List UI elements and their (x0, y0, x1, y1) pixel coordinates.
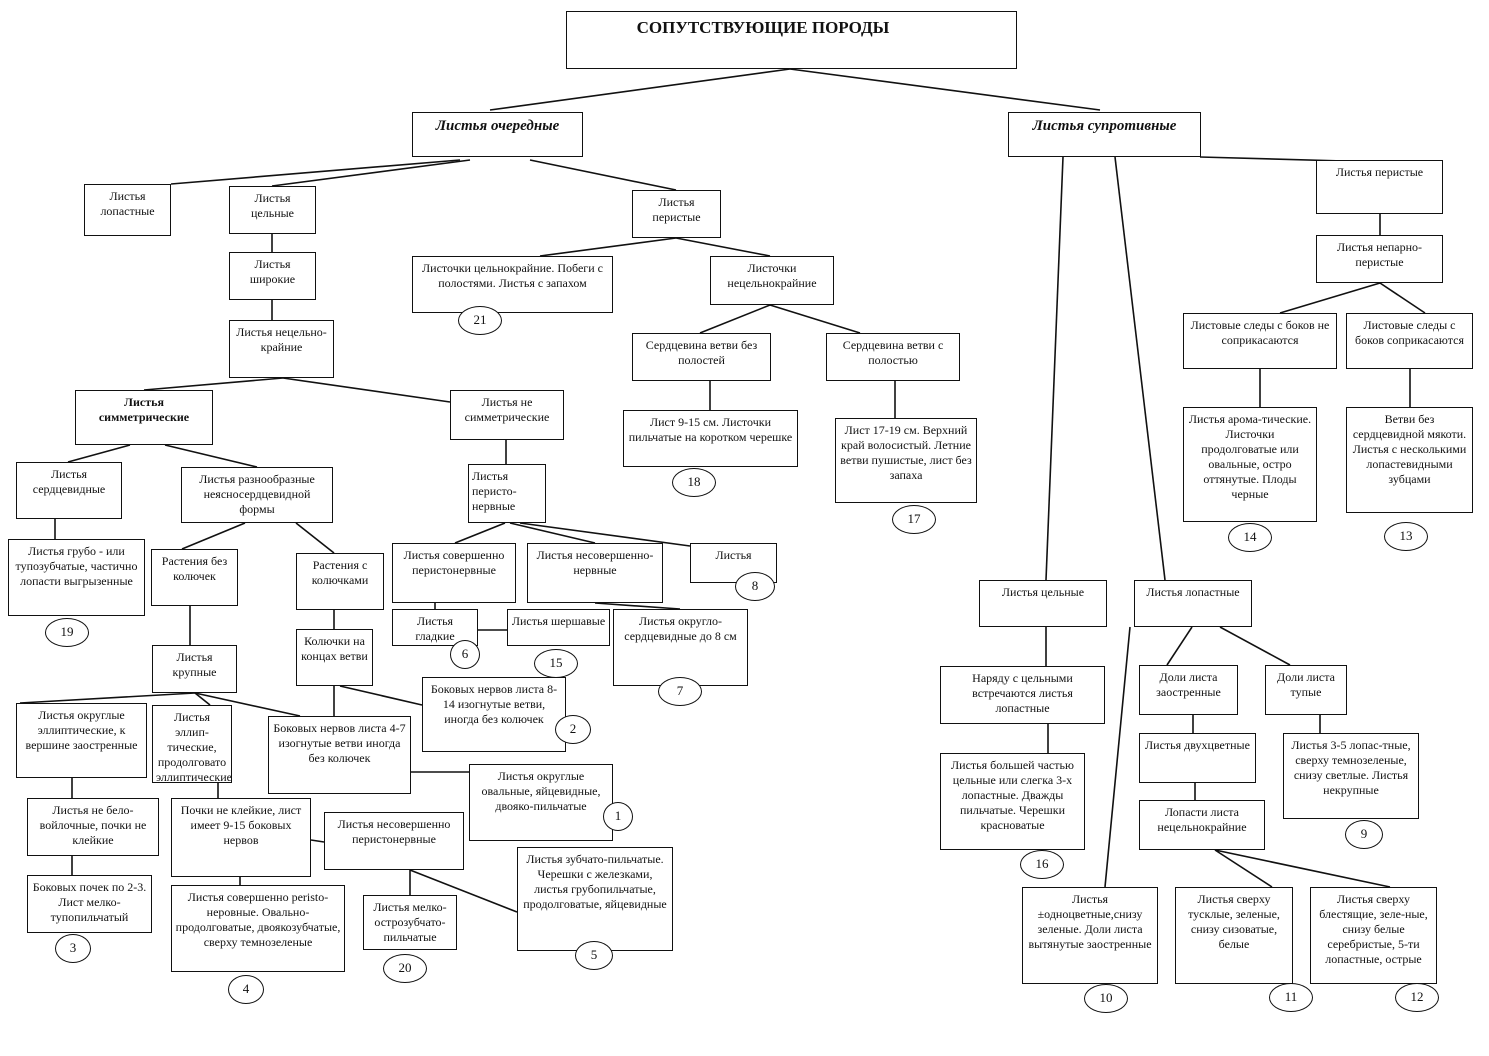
node: Боковых нервов листа 4-7 изогнутые ветви… (268, 716, 411, 794)
key-number-10: 10 (1084, 984, 1128, 1013)
node: Листья перистые (1316, 160, 1443, 214)
node: Листья не бело-войлочные, почки не клейк… (27, 798, 159, 856)
node: Листья разнообразные неясносердцевидной … (181, 467, 333, 523)
node: Листья округло-сердцевидные до 8 см (613, 609, 748, 686)
node: Листья не симметрические (450, 390, 564, 440)
key-number-19: 19 (45, 618, 89, 647)
key-number-6: 6 (450, 640, 480, 669)
connectors (19, 68, 1426, 913)
key-number-1: 1 (603, 802, 633, 831)
key-number-4: 4 (228, 975, 264, 1004)
node: Листья округлые овальные, яйцевидные, дв… (469, 764, 613, 841)
node: Сердцевина ветви без полостей (632, 333, 771, 381)
key-number-9: 9 (1345, 820, 1383, 849)
node: Листья широкие (229, 252, 316, 300)
node: Листья нецельно-крайние (229, 320, 334, 378)
node: Листья сердцевидные (16, 462, 122, 519)
node: Листочки нецельнокрайние (710, 256, 834, 305)
node: Сердцевина ветви с полостью (826, 333, 960, 381)
key-number-17: 17 (892, 505, 936, 534)
node-opposite-leaves: Листья супротивные (1008, 112, 1201, 157)
node: Листья перистые (632, 190, 721, 238)
node: Листья непарно-перистые (1316, 235, 1443, 283)
key-number-11: 11 (1269, 983, 1313, 1012)
node: Боковых нервов листа 8-14 изогнутые ветв… (422, 677, 566, 752)
key-number-15: 15 (534, 649, 578, 678)
node: Листья 3-5 лопас-тные, сверху темнозелен… (1283, 733, 1419, 819)
node: Листья несовершенно-нервные (527, 543, 663, 603)
node: Листья грубо - или тупозубчатые, частичн… (8, 539, 145, 616)
node: Листья перисто-нервные (468, 464, 546, 523)
node-alternate-leaves: Листья очередные (412, 112, 583, 157)
node: Листья арома-тические. Листочки продолго… (1183, 407, 1317, 522)
node: Растения с колючками (296, 553, 384, 610)
node: Листья цельные (979, 580, 1107, 627)
node: Листья несовершенно перистонервные (324, 812, 464, 870)
node: Листья мелко-острозубчато-пильчатые (363, 895, 457, 950)
node: Листья сверху тусклые, зеленые, снизу си… (1175, 887, 1293, 984)
node: Почки не клейкие, лист имеет 9-15 боковы… (171, 798, 311, 877)
key-number-3: 3 (55, 934, 91, 963)
node: Лопасти листа нецельнокрайние (1139, 800, 1265, 850)
node: Листья ±одноцветные,снизу зеленые. Доли … (1022, 887, 1158, 984)
node: Колючки на концах ветви (296, 629, 373, 686)
node: Листья совершенно peristo-неровные. Овал… (171, 885, 345, 972)
key-number-13: 13 (1384, 522, 1428, 551)
key-number-12: 12 (1395, 983, 1439, 1012)
node: Листья лопастные (1134, 580, 1252, 627)
node: Ветви без сердцевидной мякоти. Листья с … (1346, 407, 1473, 513)
node: Листья зубчато-пильчатые. Черешки с желе… (517, 847, 673, 951)
key-number-21: 21 (458, 306, 502, 335)
key-number-5: 5 (575, 941, 613, 970)
node: Листья гладкие (392, 609, 478, 646)
node: Листья большей частью цельные или слегка… (940, 753, 1085, 850)
node: Растения без колючек (151, 549, 238, 606)
node: Листовые следы с боков не соприкасаются (1183, 313, 1337, 369)
node: Листья симметрические (75, 390, 213, 445)
node: Листья округлые эллиптические, к вершине… (16, 703, 147, 778)
key-number-16: 16 (1020, 850, 1064, 879)
node: Наряду с цельными встречаются листья лоп… (940, 666, 1105, 724)
node: Боковых почек по 2-3. Лист мелко-тупопил… (27, 875, 152, 933)
node: Листья эллип-тические, продолговато элли… (152, 705, 232, 783)
node: Листья шершавые (507, 609, 610, 646)
node: Доли листа тупые (1265, 665, 1347, 715)
node: Лист 17-19 см. Верхний край волосистый. … (835, 418, 977, 503)
node: Листья лопастные (84, 184, 171, 236)
node: Листовые следы с боков соприкасаются (1346, 313, 1473, 369)
node: Листья крупные (152, 645, 237, 693)
node: Доли листа заостренные (1139, 665, 1238, 715)
key-number-18: 18 (672, 468, 716, 497)
node: Лист 9-15 см. Листочки пильчатые на коро… (623, 410, 798, 467)
key-number-7: 7 (658, 677, 702, 706)
node: Листья сверху блестящие, зеле-ные, снизу… (1310, 887, 1437, 984)
node: Листья двухцветные (1139, 733, 1256, 783)
key-number-20: 20 (383, 954, 427, 983)
node: Листья цельные (229, 186, 316, 234)
diagram-title: СОПУТСТВУЮЩИЕ ПОРОДЫ (566, 11, 1017, 69)
node: Листья совершенно перистонервные (392, 543, 516, 603)
key-number-2: 2 (555, 715, 591, 744)
node: Листочки цельнокрайние. Побеги с полостя… (412, 256, 613, 313)
key-number-14: 14 (1228, 523, 1272, 552)
key-number-8: 8 (735, 572, 775, 601)
